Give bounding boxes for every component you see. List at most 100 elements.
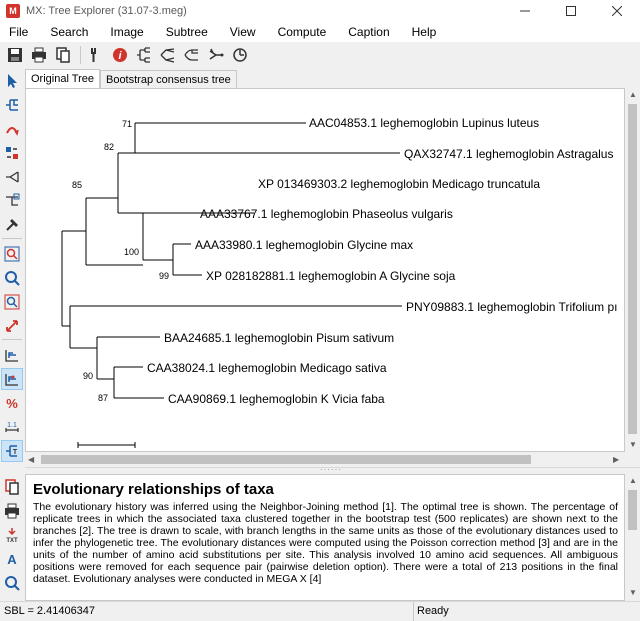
close-button[interactable] <box>594 0 640 22</box>
taxon-label[interactable]: XP 013469303.2 leghemoglobin Medicago tr… <box>258 177 540 191</box>
scroll-up-icon[interactable]: ▲ <box>629 90 637 99</box>
menu-file[interactable]: File <box>9 25 29 39</box>
tree-curve-icon <box>184 49 198 61</box>
menu-view[interactable]: View <box>229 25 256 39</box>
bootstrap-value: 99 <box>159 271 169 281</box>
title-bar: M MX: Tree Explorer (31.07-3.meg) <box>0 0 640 22</box>
subtree-view-button[interactable] <box>1 190 23 212</box>
minimize-button[interactable] <box>502 0 548 22</box>
tab-original-tree[interactable]: Original Tree <box>25 69 100 89</box>
tree-layout-button[interactable] <box>133 44 155 66</box>
close-icon <box>612 6 622 16</box>
menu-compute[interactable]: Compute <box>277 25 327 39</box>
scroll-right-icon[interactable]: ▶ <box>613 455 620 464</box>
caption-font-button[interactable]: A <box>1 548 23 570</box>
menu-subtree[interactable]: Subtree <box>165 25 208 39</box>
taxon-label[interactable]: AAC04853.1 leghemoglobin Lupinus luteus <box>309 116 539 130</box>
tab-bootstrap-consensus[interactable]: Bootstrap consensus tree <box>99 70 237 89</box>
scroll-thumb[interactable] <box>628 490 637 530</box>
menu-caption[interactable]: Caption <box>348 25 390 39</box>
tree-rect-icon <box>137 47 150 63</box>
caption-panel[interactable]: Evolutionary relationships of taxa The e… <box>25 474 625 601</box>
zoom-area-button[interactable] <box>1 291 23 313</box>
place-root-button[interactable] <box>1 94 23 116</box>
branch <box>118 152 254 214</box>
menu-search[interactable]: Search <box>50 25 89 39</box>
percent-button[interactable]: % <box>1 392 23 414</box>
scale-bar <box>77 442 136 448</box>
printer-icon <box>5 503 19 519</box>
tree-radial-button[interactable] <box>205 44 227 66</box>
topology-only-button[interactable]: T <box>1 440 23 462</box>
caption-export-txt-button[interactable]: TXT <box>1 524 23 546</box>
caption-vertical-scrollbar[interactable]: ▲ ▼ <box>625 474 640 601</box>
topology-icon: T <box>6 445 18 457</box>
tree-horizontal-scrollbar[interactable]: ◀ ▶ <box>25 452 625 467</box>
menu-bar: File Search Image Subtree View Compute C… <box>0 22 640 42</box>
tree-canvas[interactable]: AAC04853.1 leghemoglobin Lupinus luteus … <box>25 88 625 452</box>
taxon-label[interactable]: BAA24685.1 leghemoglobin Pisum sativum <box>164 331 394 345</box>
taxon-label[interactable]: CAA38024.1 leghemoglobin Medicago sativa <box>147 361 387 375</box>
scroll-down-icon[interactable]: ▼ <box>629 440 637 449</box>
bootstrap-value: 71 <box>122 119 132 129</box>
save-button[interactable] <box>4 44 26 66</box>
splitter-grip-icon[interactable]: ······ <box>320 465 342 474</box>
print-button[interactable] <box>28 44 50 66</box>
save-icon <box>8 48 22 62</box>
menu-help[interactable]: Help <box>411 25 437 39</box>
svg-text:A: A <box>7 552 17 567</box>
scroll-left-icon[interactable]: ◀ <box>28 455 35 464</box>
swap-subtree-button[interactable] <box>1 142 23 164</box>
compress-subtree-button[interactable] <box>1 166 23 188</box>
taxon-label[interactable]: CAA90869.1 leghemoglobin K Vicia faba <box>168 392 385 406</box>
info-button[interactable]: i <box>109 44 131 66</box>
scroll-thumb[interactable] <box>628 104 637 434</box>
tree-circle-button[interactable] <box>229 44 251 66</box>
branch-length-button[interactable] <box>1 344 23 366</box>
toolbar-separator <box>2 339 22 340</box>
taxon-label[interactable]: AAA33980.1 leghemoglobin Glycine max <box>195 238 413 252</box>
compress-icon <box>6 171 19 183</box>
branch <box>114 366 164 399</box>
resize-button[interactable] <box>1 315 23 337</box>
bootstrap-icon <box>5 374 18 386</box>
panel-splitter[interactable]: ······ <box>25 465 640 474</box>
maximize-icon <box>566 6 576 16</box>
branch <box>97 336 160 380</box>
caption-zoom-button[interactable] <box>1 572 23 594</box>
tree-vertical-scrollbar[interactable]: ▲ ▼ <box>625 88 640 452</box>
flip-subtree-button[interactable] <box>1 118 23 140</box>
hammer-tool-button[interactable] <box>1 214 23 236</box>
taxon-label[interactable]: QAX32747.1 leghemoglobin Astragalus <box>404 147 613 161</box>
bootstrap-values-button[interactable] <box>1 368 23 390</box>
taxon-label[interactable]: AAA33767.1 leghemoglobin Phaseolus vulga… <box>200 207 453 221</box>
maximize-button[interactable] <box>548 0 594 22</box>
sbl-value: SBL = 2.41406347 <box>0 601 414 621</box>
svg-text:%: % <box>6 396 18 411</box>
tree-branches <box>61 122 402 448</box>
scroll-down-icon[interactable]: ▼ <box>629 588 637 597</box>
zoom-button[interactable] <box>1 267 23 289</box>
scroll-up-icon[interactable]: ▲ <box>629 476 637 485</box>
menu-image[interactable]: Image <box>110 25 144 39</box>
tree-slant-button[interactable] <box>157 44 179 66</box>
taxon-label[interactable]: XP 028182881.1 leghemoglobin A Glycine s… <box>206 269 456 283</box>
select-tool-button[interactable] <box>1 70 23 92</box>
tree-tabs: Original Tree Bootstrap consensus tree <box>25 69 237 89</box>
caption-print-button[interactable] <box>1 500 23 522</box>
scale-bar-button[interactable]: 1.1 <box>1 416 23 438</box>
hammer-icon <box>6 219 18 231</box>
copy-button[interactable] <box>52 44 74 66</box>
window-controls <box>502 0 640 22</box>
tree-curve-button[interactable] <box>181 44 203 66</box>
options-button[interactable] <box>85 44 107 66</box>
taxon-label[interactable]: PNY09883.1 leghemoglobin Trifolium pı <box>406 300 617 314</box>
caption-copy-button[interactable] <box>1 476 23 498</box>
flip-icon <box>6 127 19 136</box>
scroll-thumb[interactable] <box>41 455 531 464</box>
find-button[interactable] <box>1 243 23 265</box>
bootstrap-labels: 71 82 85 100 99 90 87 <box>72 119 169 403</box>
tree-radial-icon <box>209 48 224 60</box>
zoom-icon <box>5 271 20 286</box>
